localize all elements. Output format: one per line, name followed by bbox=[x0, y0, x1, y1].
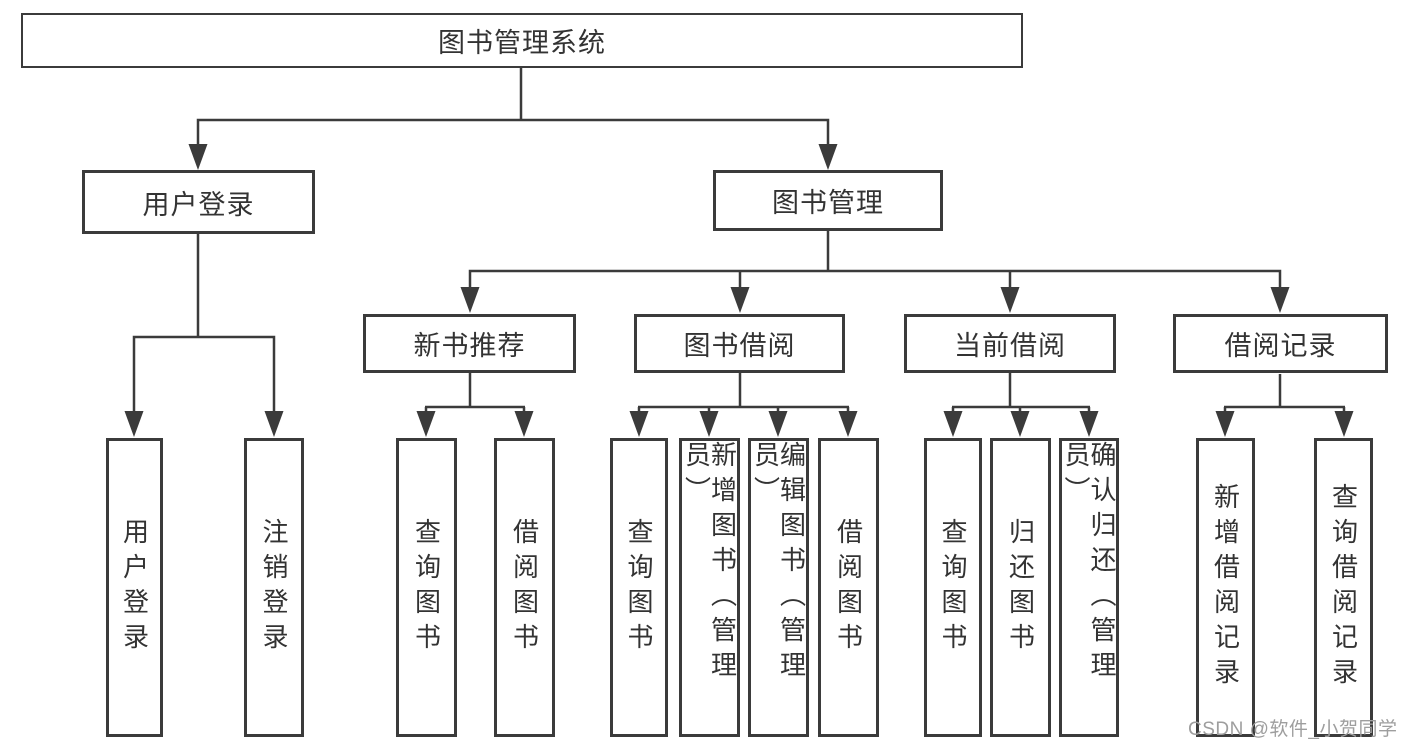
csdn-watermark: CSDN @软件_小贺同学 bbox=[1188, 719, 1398, 740]
leaf-borrowing-add-books-admin-label: 新增图书（管理员） bbox=[681, 441, 738, 686]
node-root: 图书管理系统 bbox=[21, 13, 1023, 68]
arrowheads bbox=[124, 144, 1354, 437]
node-book-borrowing-label: 图书借阅 bbox=[683, 331, 796, 361]
leaf-borrowing-edit-books-admin-label: 编辑图书（管理员） bbox=[750, 441, 807, 686]
leaf-borrowing-borrow-books-label: 借阅图书 bbox=[833, 517, 864, 658]
leaf-current-confirm-return-admin-label: 确认归还（管理员） bbox=[1061, 441, 1117, 686]
leaf-current-query-books: 查询图书 bbox=[924, 438, 982, 737]
leaf-borrowing-query-books-label: 查询图书 bbox=[624, 517, 654, 658]
node-user-login-label: 用户登录 bbox=[142, 189, 255, 220]
node-book-borrowing: 图书借阅 bbox=[634, 314, 845, 373]
leaf-current-query-books-label: 查询图书 bbox=[938, 517, 968, 658]
leaf-current-return-books-label: 归还图书 bbox=[1005, 517, 1036, 658]
node-book-management: 图书管理 bbox=[713, 170, 943, 231]
leaf-records-add-borrow-record: 新增借阅记录 bbox=[1196, 438, 1255, 737]
node-new-book-recommend-label: 新书推荐 bbox=[413, 331, 526, 361]
node-book-management-label: 图书管理 bbox=[772, 188, 884, 218]
leaf-newbooks-query-books: 查询图书 bbox=[396, 438, 457, 737]
node-new-book-recommend: 新书推荐 bbox=[363, 314, 576, 373]
leaf-user-login-label: 用户登录 bbox=[119, 517, 150, 658]
leaf-newbooks-borrow-books: 借阅图书 bbox=[494, 438, 555, 737]
leaf-records-query-borrow-record-label: 查询借阅记录 bbox=[1328, 482, 1359, 693]
leaf-records-query-borrow-record: 查询借阅记录 bbox=[1314, 438, 1373, 737]
leaf-newbooks-query-books-label: 查询图书 bbox=[411, 517, 442, 658]
leaf-newbooks-borrow-books-label: 借阅图书 bbox=[509, 517, 540, 658]
node-borrowing-records-label: 借阅记录 bbox=[1224, 331, 1337, 361]
node-root-label: 图书管理系统 bbox=[438, 28, 606, 58]
leaf-current-confirm-return-admin: 确认归还（管理员） bbox=[1059, 438, 1119, 737]
leaf-logout: 注销登录 bbox=[244, 438, 304, 737]
leaf-borrowing-borrow-books: 借阅图书 bbox=[818, 438, 879, 737]
leaf-current-return-books: 归还图书 bbox=[990, 438, 1051, 737]
leaf-records-add-borrow-record-label: 新增借阅记录 bbox=[1210, 482, 1241, 693]
leaf-borrowing-add-books-admin: 新增图书（管理员） bbox=[679, 438, 740, 737]
node-current-borrowing: 当前借阅 bbox=[904, 314, 1116, 373]
node-borrowing-records: 借阅记录 bbox=[1173, 314, 1388, 373]
leaf-user-login: 用户登录 bbox=[106, 438, 163, 737]
node-user-login: 用户登录 bbox=[82, 170, 315, 234]
leaf-borrowing-edit-books-admin: 编辑图书（管理员） bbox=[748, 438, 809, 737]
leaf-logout-label: 注销登录 bbox=[259, 517, 289, 658]
leaf-borrowing-query-books: 查询图书 bbox=[610, 438, 668, 737]
node-current-borrowing-label: 当前借阅 bbox=[954, 331, 1066, 361]
